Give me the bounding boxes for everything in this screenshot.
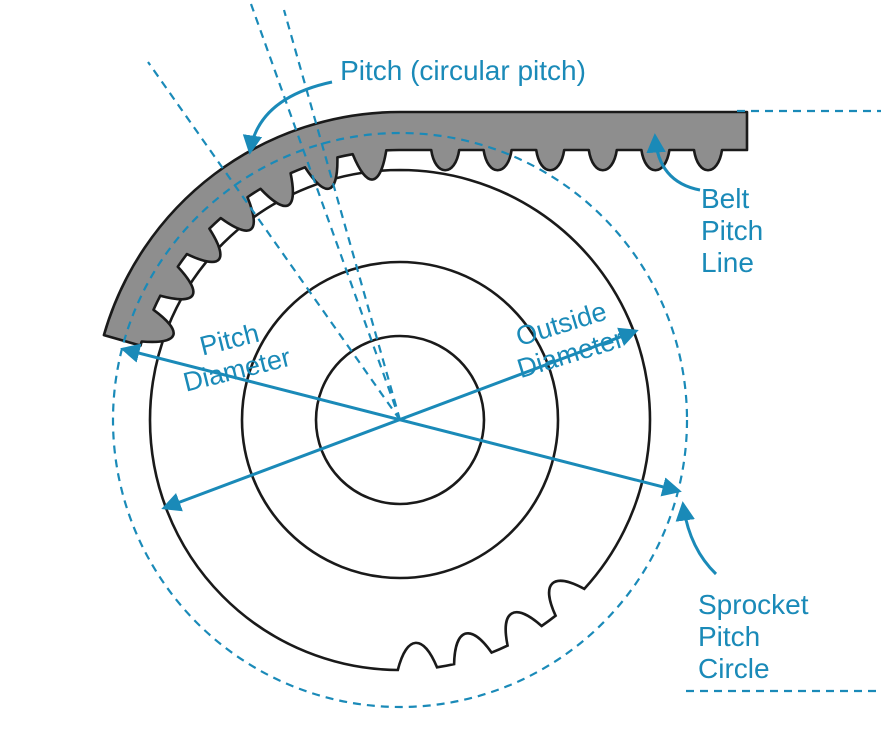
sprocket-pitch-circle-callout-arrow	[675, 501, 718, 576]
pitch-title-label: Pitch (circular pitch)	[340, 55, 586, 86]
outside-diameter-arrow	[161, 327, 639, 512]
sprocket-pitch-circle-label-line1: Sprocket	[698, 589, 809, 620]
sprocket-pitch-circle-label-line3: Circle	[698, 653, 770, 684]
timing-belt	[102, 110, 749, 347]
pitch-callout-arrow	[242, 80, 333, 155]
sprocket-pitch-circle-label: Sprocket Pitch Circle	[698, 589, 809, 684]
belt-pitch-line-callout-arrow	[646, 133, 701, 192]
sprocket-pitch-circle-label-line2: Pitch	[698, 621, 760, 652]
sprocket-pitch-circle-dashed	[111, 131, 689, 709]
belt-pitch-line-label-line3: Line	[701, 247, 754, 278]
belt-pitch-line-label: Belt Pitch Line	[701, 183, 763, 278]
belt-pitch-line-label-line2: Pitch	[701, 215, 763, 246]
belt-pitch-line-label-line1: Belt	[701, 183, 749, 214]
